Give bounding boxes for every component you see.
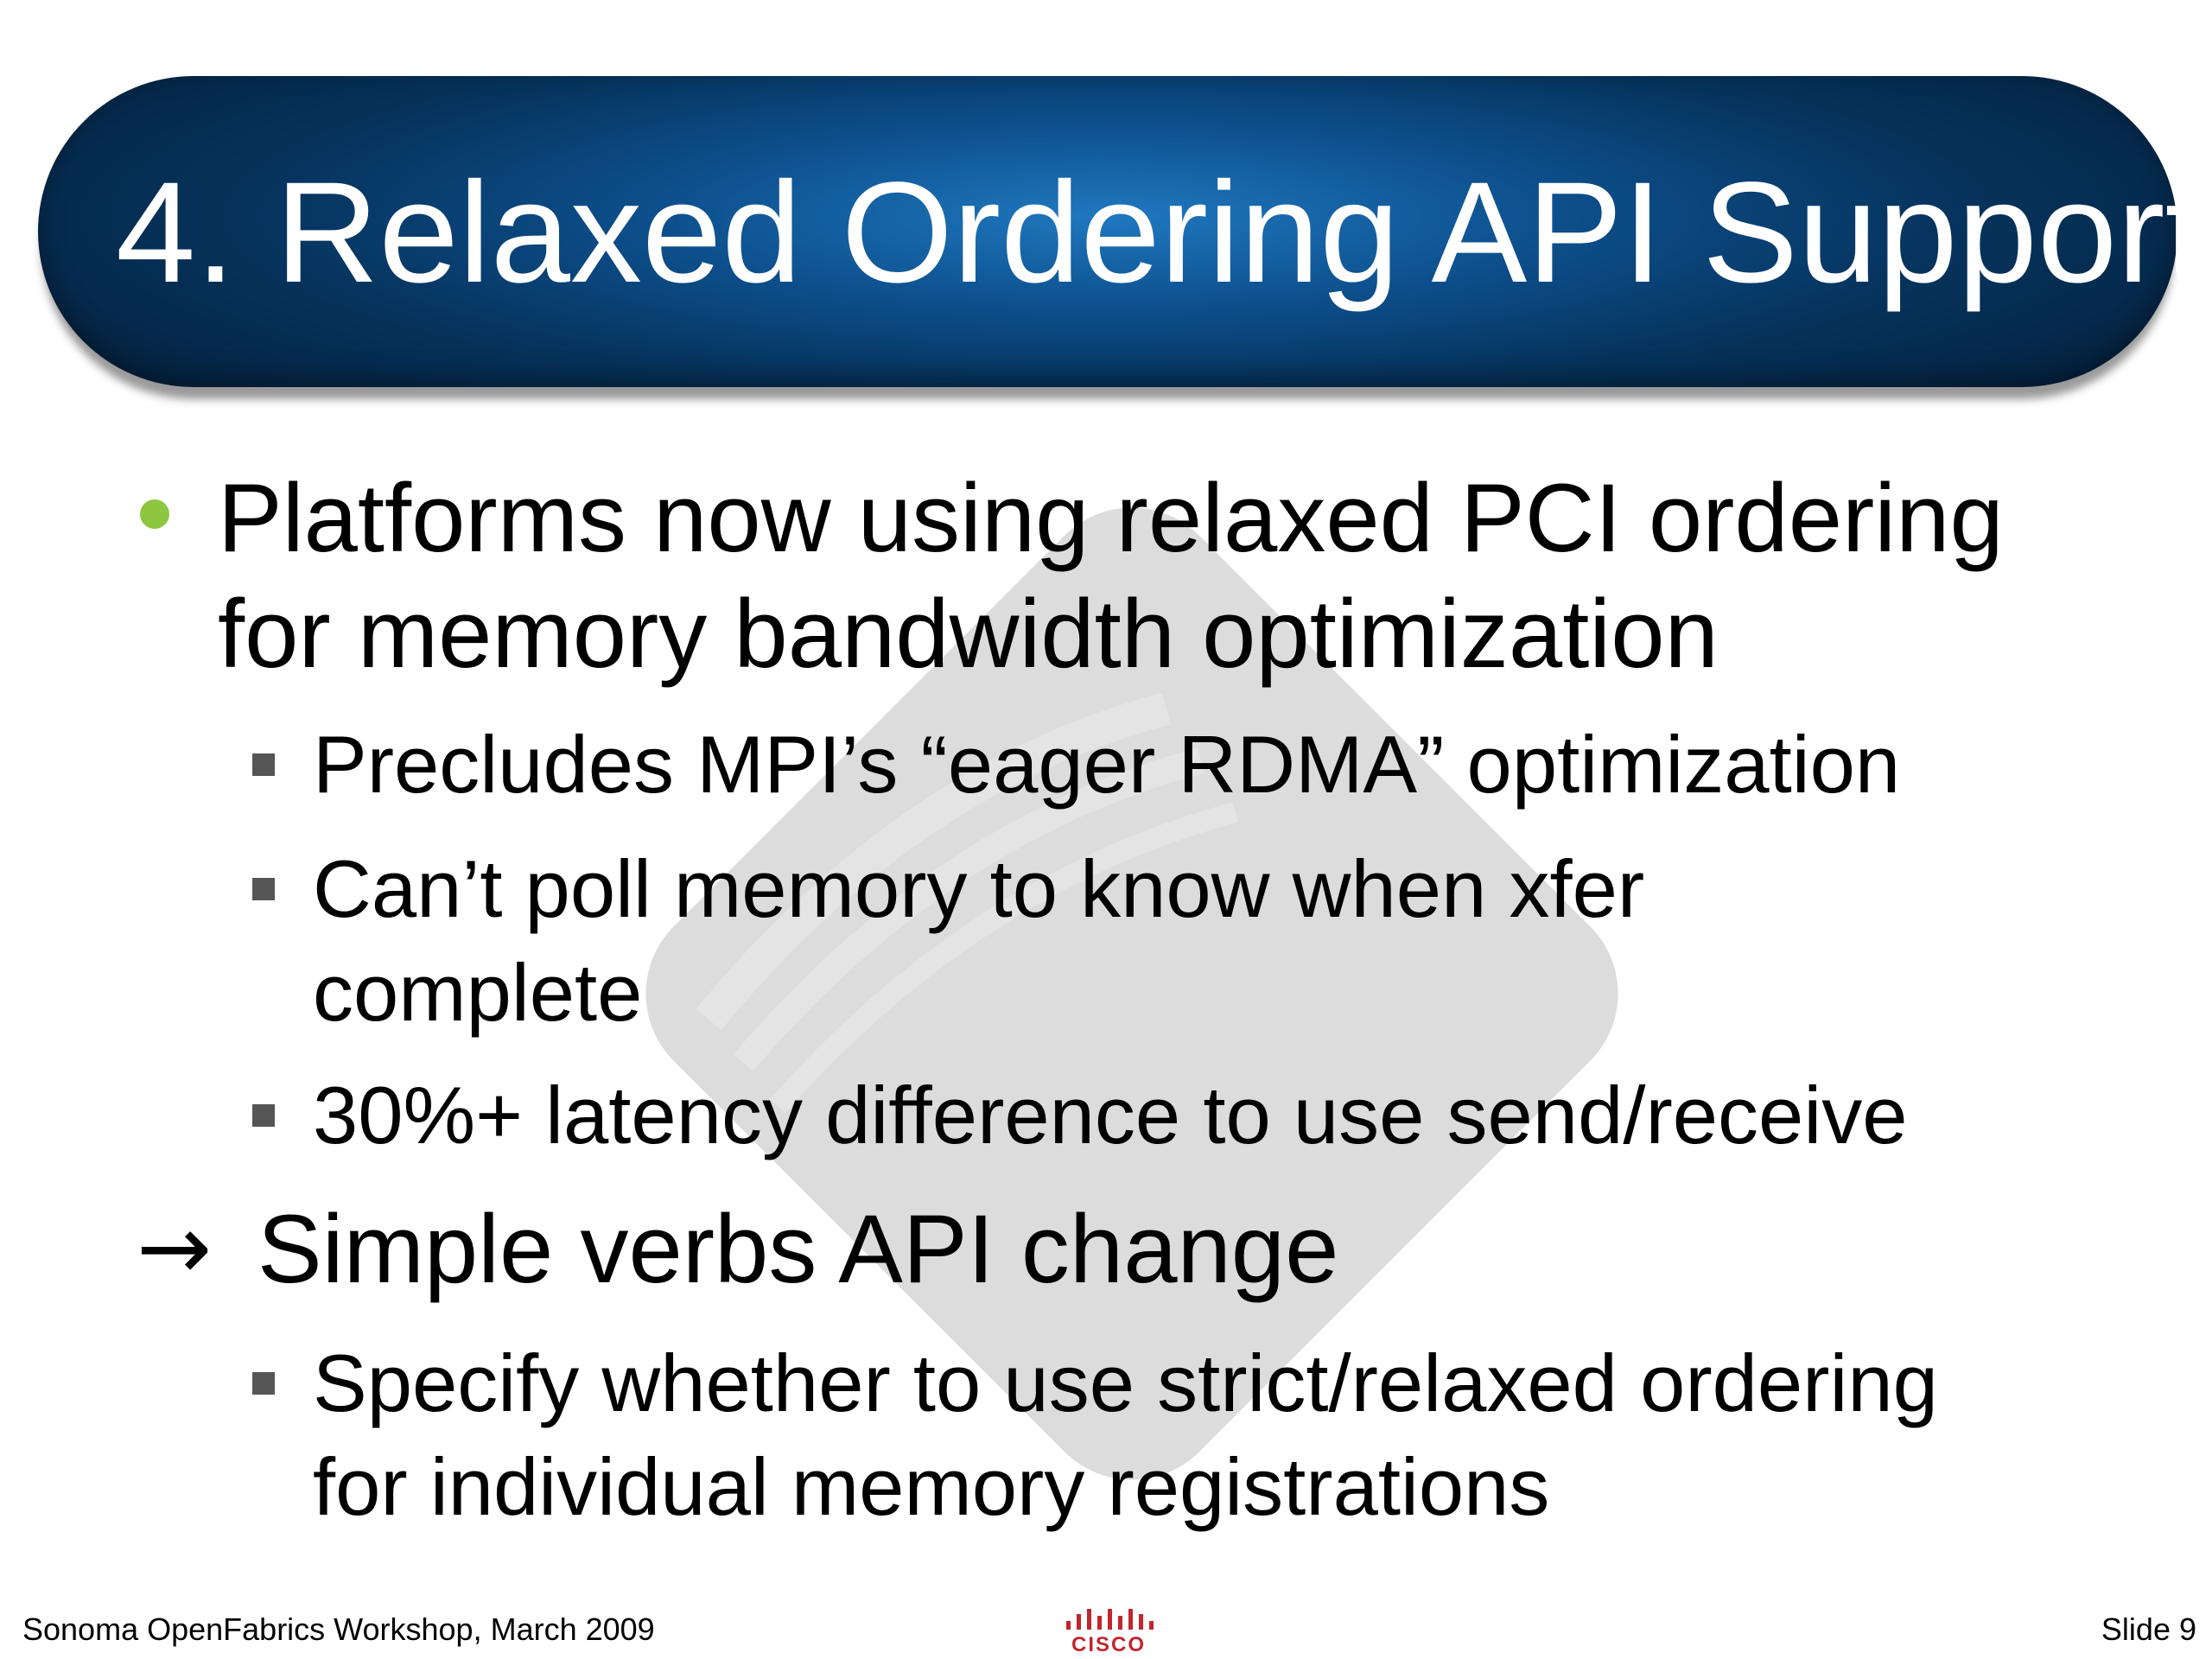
cisco-wordmark: CISCO <box>1071 1633 1146 1656</box>
square-bullet-icon <box>252 1372 275 1395</box>
sub-bullet-1-1: Precludes MPI’s “eager RDMA” optimizatio… <box>313 719 1901 810</box>
title-banner <box>38 76 2177 387</box>
right-arrow-icon: → <box>137 1195 213 1300</box>
square-bullet-icon <box>252 753 275 776</box>
sub-bullet-2-1-line-2: for individual memory registrations <box>313 1441 1550 1532</box>
square-bullet-icon <box>252 878 275 900</box>
slide-number: Slide 9 <box>2101 1611 2196 1647</box>
sub-bullet-2-1-line-1: Specify whether to use strict/relaxed or… <box>313 1338 1938 1428</box>
cisco-logo-icon: CISCO <box>1061 1607 1156 1659</box>
sub-bullet-1-2-line-2: complete <box>313 947 643 1038</box>
green-bullet-icon <box>140 499 169 529</box>
bullet-1-line-1: Platforms now using relaxed PCI ordering <box>218 464 2004 572</box>
bullet-1-line-2: for memory bandwidth optimization <box>218 580 1719 688</box>
footer-event: Sonoma OpenFabrics Workshop, March 2009 <box>22 1611 655 1647</box>
slide-title: 4. Relaxed Ordering API Support <box>116 153 2205 313</box>
bullet-2-line-1: Simple verbs API change <box>257 1195 1339 1303</box>
sub-bullet-1-3: 30%+ latency difference to use send/rece… <box>313 1070 1908 1160</box>
cisco-bars-icon <box>1066 1609 1154 1630</box>
square-bullet-icon <box>252 1104 275 1127</box>
sub-bullet-1-2-line-1: Can’t poll memory to know when xfer <box>313 843 1645 934</box>
